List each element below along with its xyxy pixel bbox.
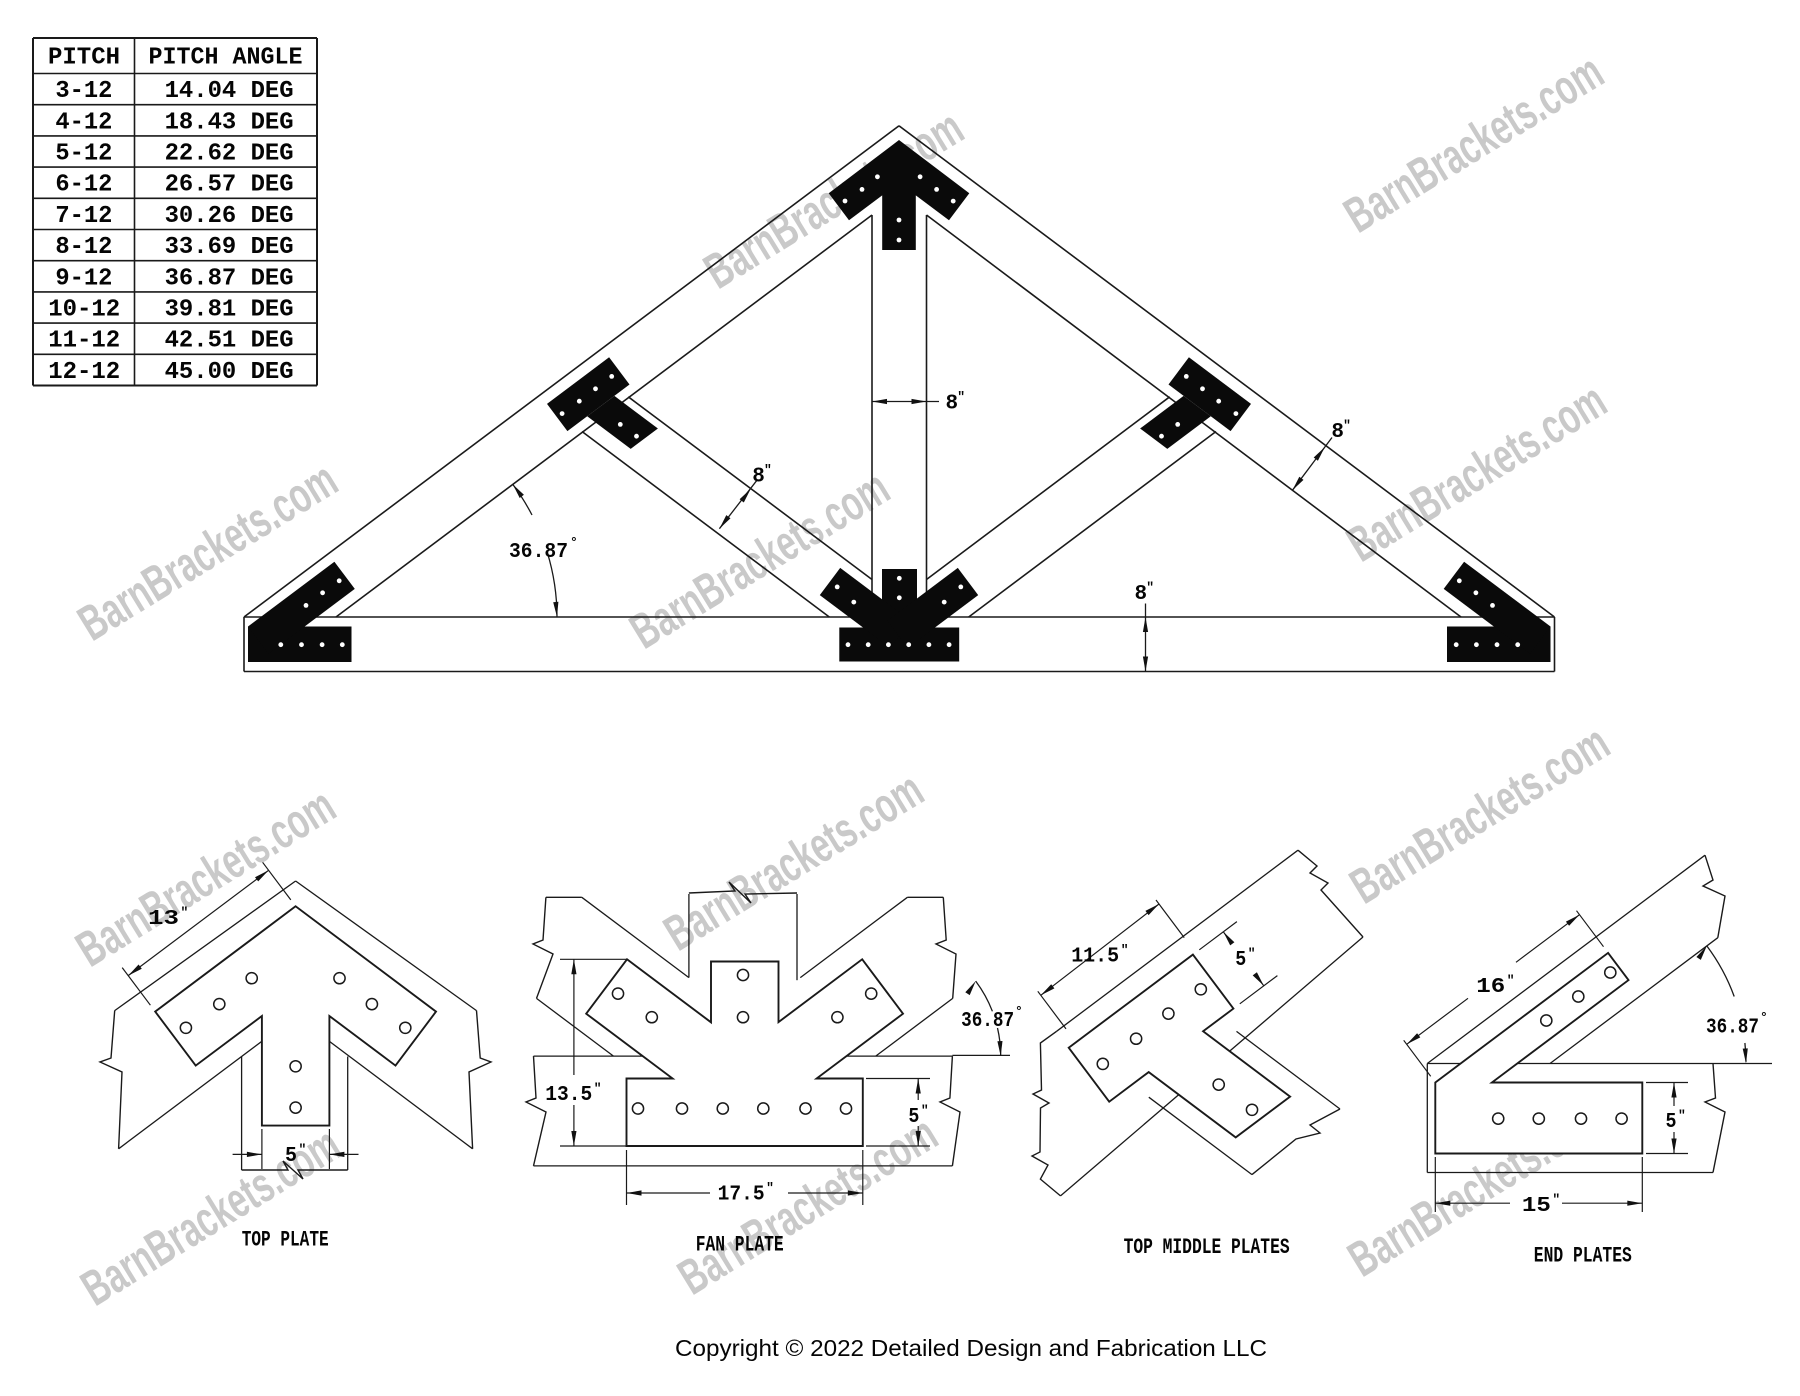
svg-text:5: 5 [908, 1106, 919, 1129]
svg-text:": " [921, 1103, 929, 1118]
svg-text:14.04 DEG: 14.04 DEG [165, 78, 294, 105]
svg-text:": " [299, 1142, 307, 1157]
svg-text:PITCH: PITCH [48, 45, 120, 72]
svg-text:5: 5 [285, 1145, 297, 1168]
svg-text:45.00 DEG: 45.00 DEG [165, 359, 294, 386]
svg-text:36.87: 36.87 [961, 1010, 1014, 1033]
svg-text:39.81 DEG: 39.81 DEG [165, 297, 294, 324]
svg-text:30.26 DEG: 30.26 DEG [165, 203, 294, 230]
svg-text:3-12: 3-12 [55, 78, 112, 105]
svg-text:": " [766, 1181, 774, 1196]
svg-text:": " [1248, 946, 1256, 961]
svg-text:11-12: 11-12 [48, 328, 120, 355]
svg-text:": " [957, 390, 965, 405]
svg-text:17.5: 17.5 [718, 1184, 765, 1207]
svg-text:": " [764, 463, 772, 478]
svg-text:°: ° [570, 535, 578, 550]
svg-text:7-12: 7-12 [55, 203, 112, 230]
svg-text:13.5: 13.5 [545, 1084, 592, 1107]
svg-text:36.87 DEG: 36.87 DEG [165, 265, 294, 292]
svg-text:Copyright © 2022 Detailed Desi: Copyright © 2022 Detailed Design and Fab… [675, 1335, 1267, 1361]
svg-text:8: 8 [752, 466, 765, 489]
svg-text:36.87: 36.87 [509, 541, 568, 564]
svg-text:°: ° [1015, 1004, 1023, 1019]
svg-text:36.87: 36.87 [1706, 1016, 1759, 1039]
svg-text:10-12: 10-12 [48, 297, 120, 324]
svg-text:13: 13 [148, 908, 179, 931]
svg-text:": " [1121, 943, 1129, 958]
svg-text:22.62 DEG: 22.62 DEG [165, 141, 294, 168]
svg-text:": " [1678, 1108, 1686, 1123]
svg-text:6-12: 6-12 [55, 172, 112, 199]
svg-text:8: 8 [1331, 421, 1344, 444]
svg-text:END PLATES: END PLATES [1534, 1244, 1632, 1269]
svg-text:8-12: 8-12 [55, 234, 112, 261]
svg-text:16: 16 [1476, 976, 1505, 999]
svg-text:": " [1507, 973, 1515, 988]
svg-text:18.43 DEG: 18.43 DEG [165, 109, 294, 136]
svg-text:TOP PLATE: TOP PLATE [242, 1227, 329, 1252]
svg-text:5: 5 [1235, 949, 1246, 972]
svg-text:": " [1146, 580, 1154, 595]
svg-text:12-12: 12-12 [48, 359, 120, 386]
svg-text:8: 8 [946, 393, 959, 416]
svg-text:42.51 DEG: 42.51 DEG [165, 328, 294, 355]
svg-text:": " [594, 1081, 602, 1096]
svg-text:5-12: 5-12 [55, 141, 112, 168]
svg-text:8: 8 [1135, 583, 1148, 606]
svg-text:": " [1343, 418, 1351, 433]
svg-text:PITCH ANGLE: PITCH ANGLE [149, 45, 303, 72]
svg-text:TOP MIDDLE PLATES: TOP MIDDLE PLATES [1124, 1235, 1290, 1260]
svg-text:": " [181, 905, 189, 920]
svg-text:33.69 DEG: 33.69 DEG [165, 234, 294, 261]
svg-text:15: 15 [1522, 1195, 1551, 1218]
svg-text:11.5: 11.5 [1071, 946, 1119, 969]
svg-text:9-12: 9-12 [55, 265, 112, 292]
svg-text:5: 5 [1666, 1111, 1677, 1134]
svg-text:26.57 DEG: 26.57 DEG [165, 172, 294, 199]
svg-text:": " [1552, 1192, 1560, 1207]
svg-text:FAN PLATE: FAN PLATE [696, 1232, 784, 1257]
svg-text:°: ° [1760, 1010, 1768, 1025]
svg-text:4-12: 4-12 [55, 109, 112, 136]
